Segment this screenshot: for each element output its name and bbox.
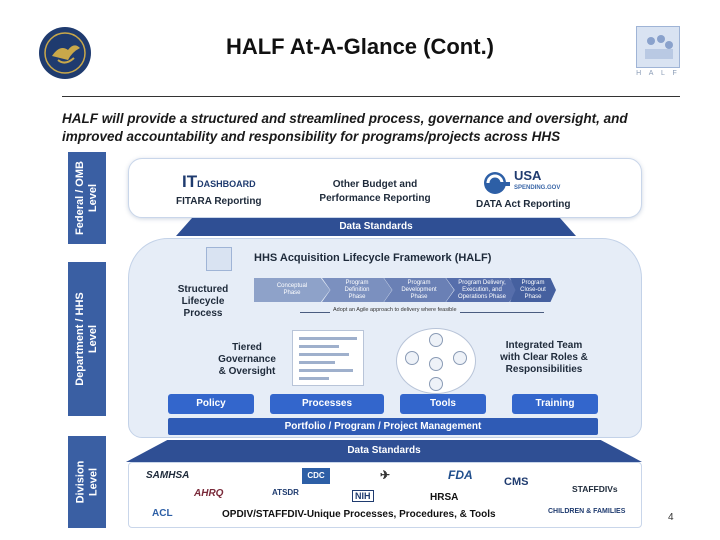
phase-program-development: Program Development Phase bbox=[384, 278, 454, 302]
agile-note: Adopt an Agile approach to delivery wher… bbox=[330, 307, 460, 313]
tier-label-department-text: Department / HHS Level bbox=[74, 292, 99, 386]
team-node bbox=[453, 351, 467, 365]
tier-label-department: Department / HHS Level bbox=[68, 262, 106, 416]
usaspending-sub: SPENDING.GOV bbox=[514, 185, 561, 191]
staffdivs-label: STAFFDIVs bbox=[572, 484, 618, 494]
integrated-team-diagram bbox=[396, 328, 476, 394]
usaspending-logo: USA SPENDING.GOV bbox=[514, 168, 561, 194]
team-node bbox=[429, 357, 443, 371]
tier-label-division-text: Division Level bbox=[74, 460, 100, 504]
cms-logo: CMS bbox=[504, 476, 529, 488]
page-number: 4 bbox=[668, 512, 674, 523]
header-divider bbox=[62, 96, 680, 97]
pillar-training: Training bbox=[512, 394, 598, 414]
phase-label: Program Delivery, Execution, and Operati… bbox=[457, 279, 507, 300]
itdashboard-rest: DASHBOARD bbox=[197, 179, 256, 189]
usaspending-globe-icon bbox=[484, 172, 510, 194]
cdc-logo: CDC bbox=[302, 468, 330, 484]
page-title: HALF At-A-Glance (Cont.) bbox=[225, 34, 495, 59]
half-framework-title: HHS Acquisition Lifecycle Framework (HAL… bbox=[254, 252, 492, 264]
lead-paragraph: HALF will provide a structured and strea… bbox=[62, 111, 628, 144]
team-node bbox=[429, 333, 443, 347]
half-mini-logo-icon bbox=[206, 247, 232, 271]
division-panel bbox=[128, 462, 642, 528]
acl-logo: ACL bbox=[152, 508, 173, 519]
opdiv-unique-label: OPDIV/STAFFDIV-Unique Processes, Procedu… bbox=[222, 509, 496, 520]
portfolio-bar: Portfolio / Program / Project Management bbox=[168, 418, 598, 435]
hhs-seal-icon bbox=[39, 27, 91, 79]
nih-logo: NIH bbox=[352, 490, 374, 502]
data-act-reporting: DATA Act Reporting bbox=[476, 199, 571, 210]
ahrq-logo: AHRQ bbox=[194, 488, 224, 499]
tier-label-division: Division Level bbox=[68, 436, 106, 528]
structured-lifecycle-label: Structured Lifecycle Process bbox=[177, 284, 229, 319]
phase-label: Program Definition Phase bbox=[344, 279, 370, 300]
data-standards-top: Data Standards bbox=[176, 218, 576, 236]
phase-program-closeout: Program Close-out Phase bbox=[510, 278, 556, 302]
usaspending-name: USA bbox=[514, 168, 542, 183]
itdashboard-it: IT bbox=[182, 172, 198, 191]
pillar-tools: Tools bbox=[400, 394, 486, 414]
governance-document-image bbox=[292, 330, 364, 386]
other-budget-reporting: Other Budget and Performance Reporting bbox=[319, 179, 431, 204]
phase-label: Program Close-out Phase bbox=[520, 279, 546, 300]
phase-program-delivery: Program Delivery, Execution, and Operati… bbox=[446, 278, 518, 302]
team-node bbox=[405, 351, 419, 365]
itdashboard-logo: ITDASHBOARD bbox=[182, 172, 256, 192]
hrsa-logo: HRSA bbox=[430, 492, 459, 503]
federal-panel bbox=[128, 158, 642, 218]
phase-program-definition: Program Definition Phase bbox=[322, 278, 392, 302]
data-standards-bottom: Data Standards bbox=[126, 440, 642, 462]
fitara-reporting: FITARA Reporting bbox=[176, 196, 262, 207]
team-node bbox=[429, 377, 443, 391]
samhsa-logo: SAMHSA bbox=[146, 470, 190, 481]
phase-label: Program Development Phase bbox=[401, 279, 437, 300]
ihs-bird-icon: ✈ bbox=[380, 468, 391, 482]
atsdr-logo: ATSDR bbox=[272, 488, 299, 497]
integrated-team-label: Integrated Team with Clear Roles & Respo… bbox=[500, 340, 588, 375]
fda-logo: FDA bbox=[448, 468, 473, 482]
half-logo-icon bbox=[636, 26, 680, 68]
tiered-governance-label: Tiered Governance & Oversight bbox=[218, 342, 276, 377]
pillar-policy: Policy bbox=[168, 394, 254, 414]
half-logo-text: H A L F bbox=[636, 70, 680, 77]
acf-logo: CHILDREN & FAMILIES bbox=[548, 508, 626, 515]
phase-label: Conceptual Phase bbox=[276, 283, 308, 296]
pillar-processes: Processes bbox=[270, 394, 384, 414]
tier-label-federal-text: Federal / OMB Level bbox=[74, 161, 99, 235]
phase-conceptual: Conceptual Phase bbox=[254, 278, 330, 302]
tier-label-federal: Federal / OMB Level bbox=[68, 152, 106, 244]
